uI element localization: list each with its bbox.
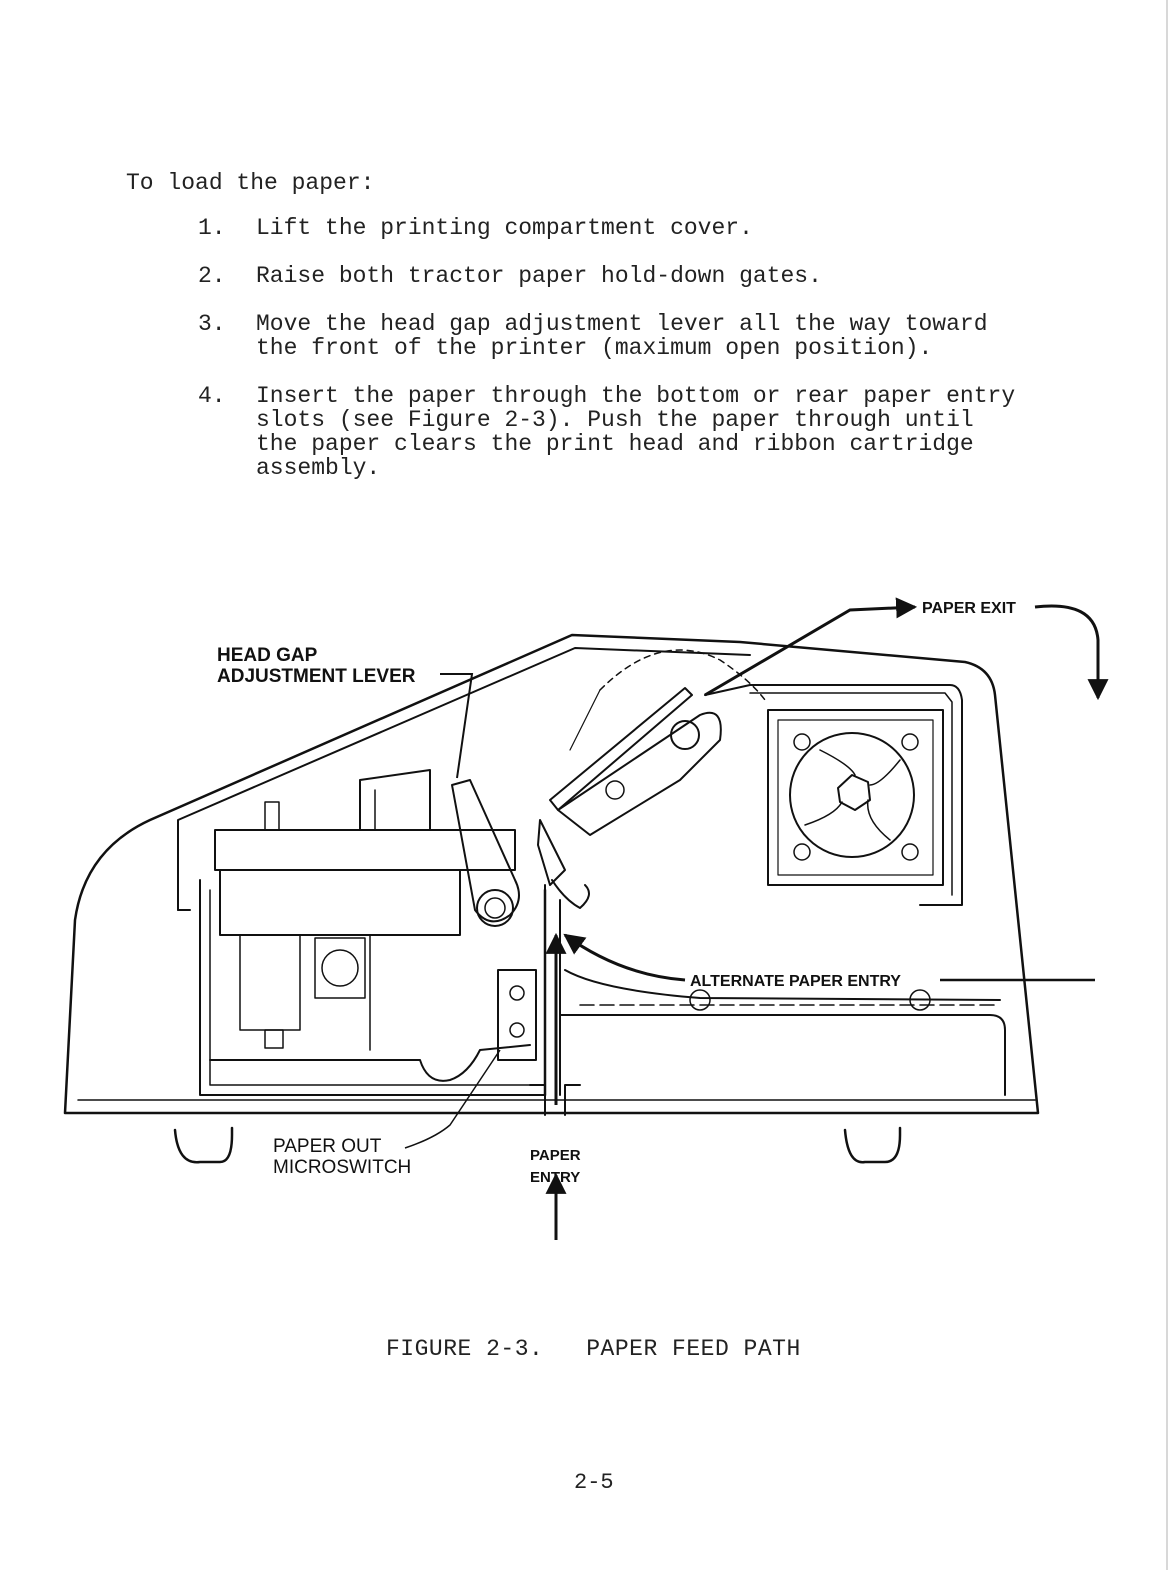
label-head-gap-line1: HEAD GAP — [217, 645, 318, 666]
step-number: 4. — [198, 383, 226, 409]
print-head — [557, 711, 722, 836]
step-item: 4. Insert the paper through the bottom o… — [198, 384, 1018, 480]
paper-out-microswitch — [497, 969, 537, 1061]
printer-housing — [63, 633, 1040, 1115]
page-edge — [1166, 0, 1168, 1570]
step-item: 1. Lift the printing compartment cover. — [198, 216, 1018, 240]
step-number: 3. — [198, 311, 226, 337]
label-paper-out-line1: PAPER OUT — [273, 1136, 382, 1157]
label-alternate-paper-entry: ALTERNATE PAPER ENTRY — [690, 973, 901, 990]
cooling-fan — [767, 709, 944, 886]
label-paper-exit: PAPER EXIT — [922, 600, 1016, 617]
step-text: Raise both tractor paper hold-down gates… — [256, 263, 822, 289]
step-number: 2. — [198, 263, 226, 289]
head-gap-lever — [451, 779, 520, 923]
alternate-entry-arrow — [563, 933, 686, 982]
label-head-gap-line2: ADJUSTMENT LEVER — [217, 666, 416, 687]
printer-cross-section: HEAD GAP ADJUSTMENT LEVER PAPER EXIT ALT… — [63, 597, 1109, 1240]
step-number: 1. — [198, 215, 226, 241]
paper-exit-arrow — [704, 597, 918, 697]
step-text: Move the head gap adjustment lever all t… — [256, 311, 988, 361]
instruction-steps: 1. Lift the printing compartment cover. … — [198, 216, 1018, 504]
step-text: Insert the paper through the bottom or r… — [256, 383, 1016, 481]
figure-caption: FIGURE 2-3. PAPER FEED PATH — [386, 1336, 801, 1362]
paper-feed-diagram: HEAD GAP ADJUSTMENT LEVER PAPER EXIT ALT… — [60, 590, 1110, 1255]
step-item: 3. Move the head gap adjustment lever al… — [198, 312, 1018, 360]
page-number: 2-5 — [574, 1470, 614, 1495]
label-paper-entry-line2: ENTRY — [530, 1169, 580, 1186]
step-text: Lift the printing compartment cover. — [256, 215, 753, 241]
label-paper-entry-line1: PAPER — [530, 1147, 581, 1164]
intro-text: To load the paper: — [126, 170, 375, 196]
printer-foot-right — [843, 1126, 902, 1164]
printer-foot-left — [173, 1126, 234, 1164]
step-item: 2. Raise both tractor paper hold-down ga… — [198, 264, 1018, 288]
label-paper-out-line2: MICROSWITCH — [273, 1157, 411, 1178]
